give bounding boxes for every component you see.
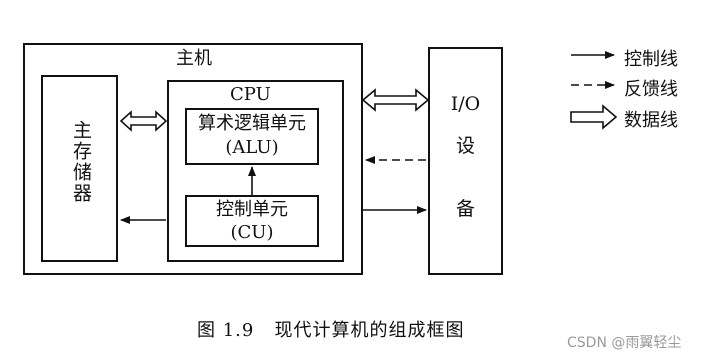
alu-label-line2: (ALU)	[225, 137, 279, 158]
alu-label-line1: 算术逻辑单元	[198, 113, 306, 134]
io-label-bot: 备	[455, 198, 475, 220]
figure-caption: 图 1.9 现代计算机的组成框图	[197, 320, 465, 341]
legend-control-line-label: 控制线	[624, 49, 678, 70]
legend-feedback-line-label: 反馈线	[624, 79, 678, 100]
cpu-label: CPU	[230, 84, 271, 105]
cu-label-line1: 控制单元	[216, 199, 288, 220]
io-label-mid: 设	[455, 135, 475, 157]
cu-box	[185, 195, 319, 247]
cu-label-line2: (CU)	[230, 222, 274, 243]
main-memory-label: 主存储器	[70, 120, 92, 204]
host-label: 主机	[176, 48, 212, 69]
host-box	[23, 43, 363, 275]
io-label-top: I/O	[450, 93, 481, 115]
io-device-box	[428, 47, 503, 275]
alu-box	[185, 108, 319, 165]
data-bus-host-io-arrow	[361, 88, 430, 112]
csdn-watermark: CSDN @雨翼轻尘	[567, 335, 682, 351]
legend-data-line-symbol	[570, 104, 618, 130]
legend-data-line-label: 数据线	[624, 110, 678, 131]
cpu-box	[167, 80, 344, 262]
data-bus-memory-cpu-arrow	[119, 110, 168, 132]
main-memory-box	[41, 75, 118, 262]
